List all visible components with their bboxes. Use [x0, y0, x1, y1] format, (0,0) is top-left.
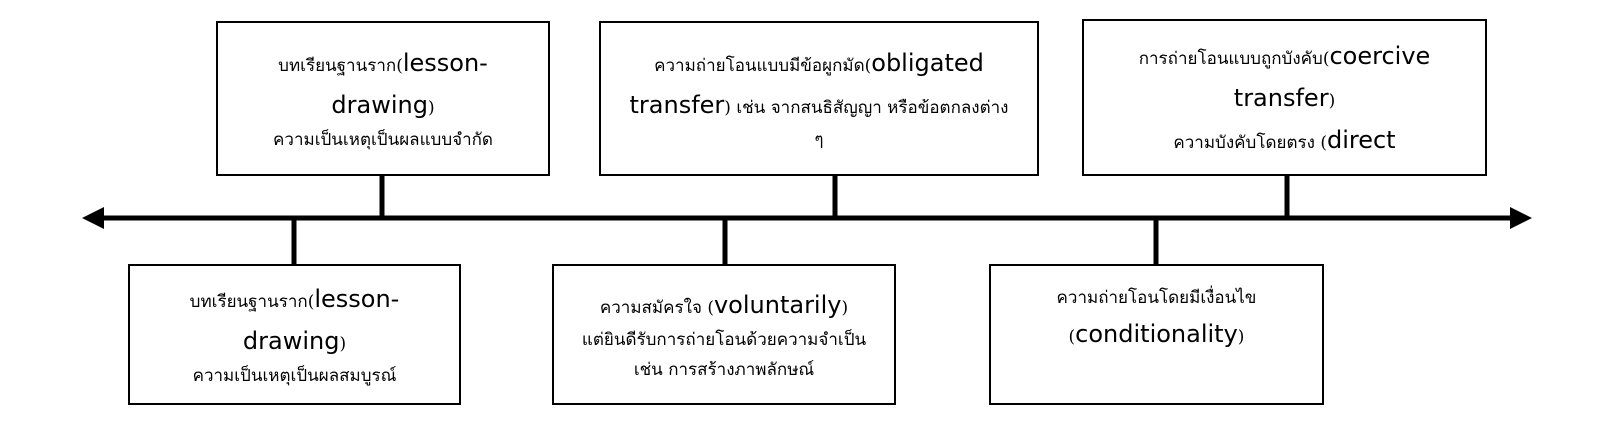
box-line-3: ความเป็นเหตุเป็นผลแบบจำกัด — [273, 129, 493, 150]
box-line-3: ๆ — [814, 129, 824, 150]
box-line-3: ความบังคับโดยตรง (direct — [1173, 125, 1396, 154]
box-line-2: drawing) — [331, 90, 435, 119]
box-line-2: transfer) — [1233, 83, 1336, 112]
box-line-3: เช่น การสร้างภาพลักษณ์ — [633, 359, 815, 380]
box-line-1: บทเรียนฐานราก(lesson- — [189, 284, 400, 313]
box-obligated-transfer: ความถ่ายโอนแบบมีข้อผูกมัด(obligated tran… — [599, 21, 1039, 176]
box-coercive-transfer: การถ่ายโอนแบบถูกบังคับ(coercive transfer… — [1082, 19, 1487, 176]
box-voluntarily: ความสมัครใจ (voluntarily) แต่ยินดีรับการ… — [552, 264, 896, 405]
box-line-1: ความถ่ายโอนโดยมีเงื่อนไข — [1056, 287, 1257, 308]
box-line-2: แต่ยินดีรับการถ่ายโอนด้วยความจำเป็น — [581, 329, 867, 350]
box-conditionality: ความถ่ายโอนโดยมีเงื่อนไข (conditionality… — [989, 264, 1324, 405]
connector-lines — [291, 176, 1290, 264]
box-line-1: บทเรียนฐานราก(lesson- — [278, 48, 488, 77]
left-arrowhead — [82, 207, 104, 229]
box-lesson-drawing-limited: บทเรียนฐานราก(lesson- drawing) ความเป็นเ… — [216, 21, 550, 176]
box-line-2: drawing) — [242, 326, 347, 355]
box-line-2: (conditionality) — [1068, 320, 1245, 349]
box-lesson-drawing-perfect: บทเรียนฐานราก(lesson- drawing) ความเป็นเ… — [128, 264, 461, 405]
box-line-2: transfer) เช่น จากสนธิสัญญา หรือข้อตกลงต… — [629, 90, 1009, 119]
box-line-3: ความเป็นเหตุเป็นผลสมบูรณ์ — [192, 365, 397, 386]
box-line-1: ความถ่ายโอนแบบมีข้อผูกมัด(obligated — [654, 48, 984, 77]
right-arrowhead — [1510, 207, 1532, 229]
box-line-1: ความสมัครใจ (voluntarily) — [599, 290, 849, 319]
box-line-1: การถ่ายโอนแบบถูกบังคับ(coercive — [1138, 41, 1431, 70]
